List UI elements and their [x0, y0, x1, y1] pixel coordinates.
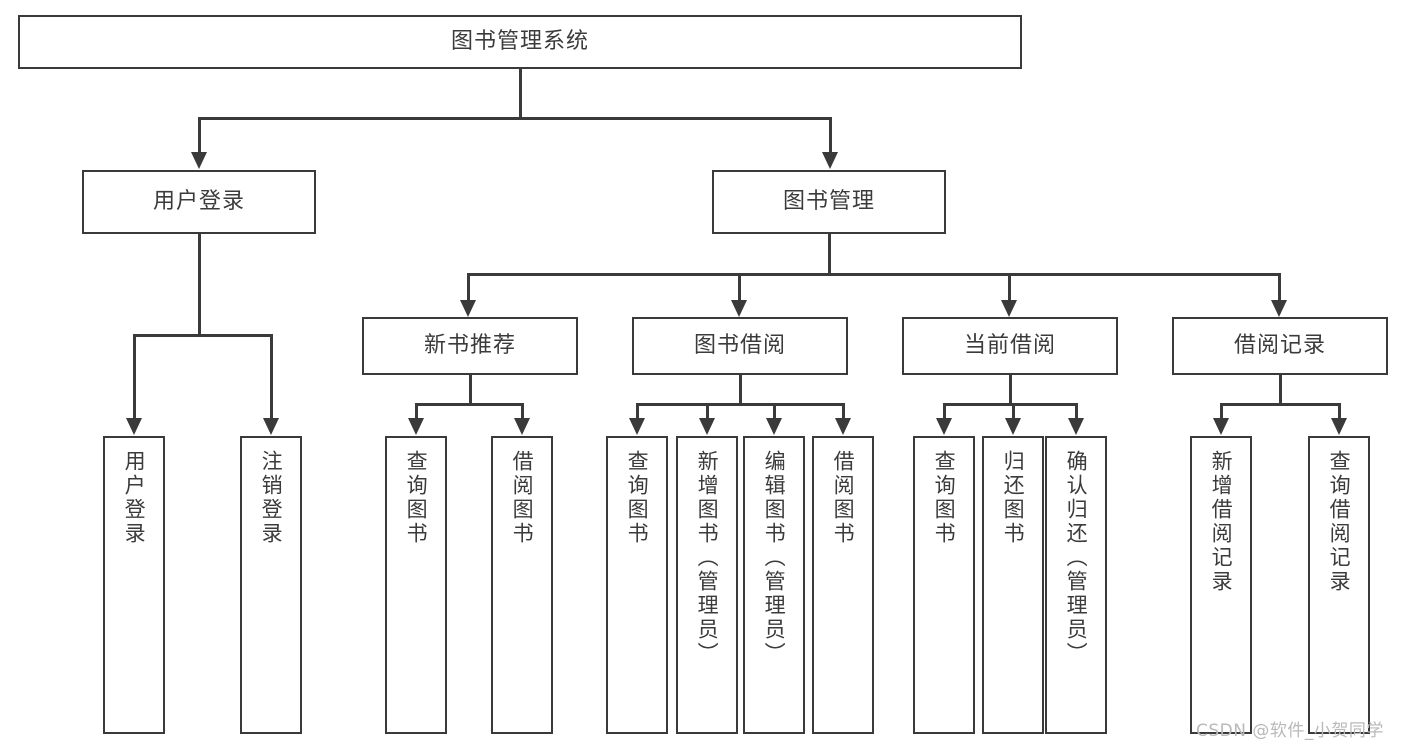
edge-level2-bus	[198, 117, 831, 120]
arrowhead-level3-1	[460, 300, 476, 317]
edge-level2-drop-1	[198, 117, 201, 153]
node-label: 新增图书（管理员）	[695, 450, 720, 666]
node-new-book-recommend[interactable]: 新书推荐	[362, 317, 578, 375]
edge-level3-drop-3	[1008, 273, 1011, 301]
arrowhead-current-borrow-2	[1005, 418, 1021, 435]
arrowhead-level3-4	[1271, 300, 1287, 317]
node-label: 新书推荐	[423, 333, 516, 359]
leaf-query-book-recommend[interactable]: 查询图书	[385, 436, 447, 734]
node-current-borrow[interactable]: 当前借阅	[902, 317, 1118, 375]
arrowhead-new-book-2	[514, 418, 530, 435]
node-label: 借阅图书	[831, 450, 856, 546]
arrowhead-book-borrow-2	[699, 418, 715, 435]
node-label: 借阅记录	[1233, 333, 1326, 359]
arrowhead-book-borrow-4	[835, 418, 851, 435]
edge-book-borrow-bus	[636, 403, 844, 406]
edge-current-borrow-drop-1	[943, 403, 946, 419]
node-label: 确认归还（管理员）	[1064, 450, 1089, 666]
edge-borrow-record-drop-1	[1220, 403, 1223, 419]
edge-book-borrow-drop-4	[842, 403, 845, 419]
edge-current-borrow-drop-3	[1075, 403, 1078, 419]
edge-book-borrow-stem	[739, 375, 742, 404]
node-label: 图书管理系统	[450, 29, 589, 55]
node-label: 用户登录	[122, 450, 147, 546]
edge-user-login-stem	[198, 234, 201, 335]
edge-level3-bus	[467, 273, 1280, 276]
edge-borrow-record-bus	[1220, 403, 1340, 406]
arrowhead-level2-1	[191, 152, 207, 169]
edge-level3-drop-1	[467, 273, 470, 301]
node-label: 图书借阅	[693, 333, 786, 359]
arrowhead-level3-3	[1001, 300, 1017, 317]
node-label: 当前借阅	[963, 333, 1056, 359]
node-label: 编辑图书（管理员）	[762, 450, 787, 666]
node-label: 借阅图书	[510, 450, 535, 546]
edge-current-borrow-stem	[1009, 375, 1012, 404]
node-label: 查询图书	[932, 450, 957, 546]
edge-new-book-bus	[415, 403, 524, 406]
edge-book-borrow-drop-2	[706, 403, 709, 419]
node-book-borrow[interactable]: 图书借阅	[632, 317, 848, 375]
leaf-confirm-return-admin[interactable]: 确认归还（管理员）	[1045, 436, 1107, 734]
leaf-edit-book-admin[interactable]: 编辑图书（管理员）	[743, 436, 805, 734]
edge-book-borrow-drop-3	[773, 403, 776, 419]
node-label: 查询图书	[404, 450, 429, 546]
node-book-management[interactable]: 图书管理	[712, 170, 946, 234]
node-label: 查询借阅记录	[1327, 450, 1352, 594]
edge-borrow-record-drop-2	[1338, 403, 1341, 419]
edge-root-stem	[519, 69, 522, 118]
node-label: 查询图书	[625, 450, 650, 546]
arrowhead-borrow-record-2	[1331, 418, 1347, 435]
arrowhead-new-book-1	[408, 418, 424, 435]
leaf-query-book-current[interactable]: 查询图书	[913, 436, 975, 734]
leaf-borrow-book[interactable]: 借阅图书	[812, 436, 874, 734]
arrowhead-level2-2	[822, 152, 838, 169]
edge-current-borrow-drop-2	[1012, 403, 1015, 419]
node-label: 用户登录	[152, 189, 245, 215]
node-borrow-record[interactable]: 借阅记录	[1172, 317, 1388, 375]
edge-user-login-drop-1	[133, 334, 136, 419]
arrowhead-borrow-record-1	[1213, 418, 1229, 435]
edge-new-book-drop-2	[521, 403, 524, 419]
arrowhead-user-login-1	[126, 418, 142, 435]
arrowhead-current-borrow-1	[936, 418, 952, 435]
edge-level2-drop-2	[829, 117, 832, 153]
edge-user-login-drop-2	[270, 334, 273, 419]
edge-user-login-bus	[133, 334, 272, 337]
edge-level3-drop-2	[738, 273, 741, 301]
arrowhead-book-borrow-3	[766, 418, 782, 435]
edge-new-book-stem	[469, 375, 472, 404]
arrowhead-book-borrow-1	[629, 418, 645, 435]
edge-current-borrow-bus	[943, 403, 1077, 406]
arrowhead-user-login-2	[263, 418, 279, 435]
edge-book-borrow-drop-1	[636, 403, 639, 419]
arrowhead-level3-2	[731, 300, 747, 317]
leaf-add-book-admin[interactable]: 新增图书（管理员）	[676, 436, 738, 734]
leaf-return-book[interactable]: 归还图书	[982, 436, 1044, 734]
node-root-book-management-system[interactable]: 图书管理系统	[18, 15, 1022, 69]
node-label: 注销登录	[259, 450, 284, 546]
edge-borrow-record-stem	[1279, 375, 1282, 404]
edge-level3-drop-4	[1278, 273, 1281, 301]
node-label: 新增借阅记录	[1209, 450, 1234, 594]
node-label: 归还图书	[1001, 450, 1026, 546]
leaf-add-borrow-record[interactable]: 新增借阅记录	[1190, 436, 1252, 734]
leaf-query-borrow-record[interactable]: 查询借阅记录	[1308, 436, 1370, 734]
edge-new-book-drop-1	[415, 403, 418, 419]
leaf-borrow-book-recommend[interactable]: 借阅图书	[491, 436, 553, 734]
leaf-user-logout[interactable]: 注销登录	[240, 436, 302, 734]
leaf-user-login[interactable]: 用户登录	[103, 436, 165, 734]
edge-book-management-stem	[828, 234, 831, 274]
leaf-query-book-borrow[interactable]: 查询图书	[606, 436, 668, 734]
node-label: 图书管理	[782, 189, 875, 215]
arrowhead-current-borrow-3	[1068, 418, 1084, 435]
node-user-login[interactable]: 用户登录	[82, 170, 316, 234]
